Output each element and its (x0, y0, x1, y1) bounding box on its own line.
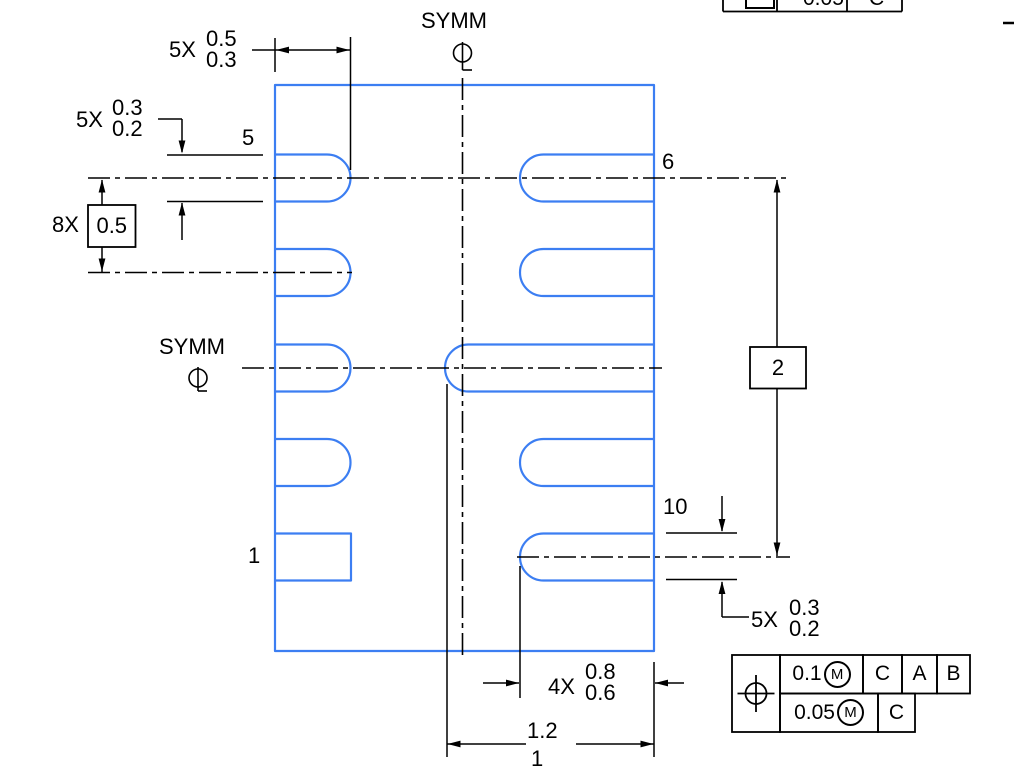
fcf-row1-tolerance: 0.1 (792, 662, 822, 686)
dim-long-pad-upper: 1.2 (527, 718, 558, 743)
span-dimension-box (749, 346, 807, 390)
mmc-modifier-icon: M (836, 699, 864, 727)
fcf-row1-datum-b: B (946, 662, 961, 686)
fcf-row2-tolerance: 0.05 (794, 700, 835, 724)
pad-pin-7 (518, 247, 654, 298)
pin-label-1: 1 (248, 543, 261, 568)
extension-lines (167, 21, 1014, 757)
dim-pad-len-right-upper: 0.8 (585, 659, 616, 684)
dim-pad-len-left-upper: 0.5 (206, 26, 237, 51)
dim-pad-len-right-values: 0.8 0.6 (585, 659, 616, 705)
dim-pad-wid-left-lower: 0.2 (112, 116, 143, 141)
dim-pad-wid-left-qty: 5X (76, 107, 103, 132)
fcf-row2-tolerance-cell: 0.05 M (780, 694, 878, 733)
pitch-dimension-box (87, 204, 137, 248)
dim-pad-len-left-lower: 0.3 (206, 47, 237, 72)
pad-pin-9 (518, 437, 654, 488)
fcf-row1-tolerance-cell: 0.1 M (780, 655, 863, 694)
pin-label-10: 10 (663, 494, 688, 519)
fcf-top-partial: 0.05 C (723, 0, 902, 12)
dim-pad-wid-right-values: 0.3 0.2 (789, 595, 820, 641)
dim-pad-len-right-qty: 4X (548, 674, 575, 699)
pin-label-5: 5 (242, 125, 255, 150)
centerlines (88, 78, 790, 658)
dim-row-span-value: 2 (771, 354, 785, 380)
mmc-modifier-icon: M (823, 660, 851, 688)
position-tolerance-icon (737, 675, 775, 712)
pad-pin-6 (518, 153, 654, 203)
fcf-top-symbol-icon (745, 0, 775, 9)
pad-pin-1-rect (275, 532, 353, 582)
dim-pitch-qty: 8X (52, 212, 79, 237)
pin-label-6: 6 (662, 149, 675, 174)
feature-control-frame (731, 654, 971, 733)
fcf-top-datum: C (869, 0, 884, 9)
fcf-row1-datum-c: C (874, 662, 891, 686)
fcf-row1-datum-a: A (912, 662, 927, 686)
centerline-symbol-top-icon (452, 42, 473, 71)
dim-pitch-value: 0.5 (96, 213, 128, 238)
dim-pad-len-left-values: 0.5 0.3 (206, 26, 237, 72)
pad-pin-3 (275, 343, 352, 393)
dim-pad-wid-right-qty: 5X (751, 607, 778, 632)
fcf-top-tolerance: 0.05 (803, 0, 844, 9)
dim-pad-len-left-qty: 5X (169, 37, 196, 62)
dim-long-pad-lower: 1 (531, 746, 544, 771)
dimension-arrowheads (98, 46, 781, 748)
dim-pad-wid-left-values: 0.3 0.2 (112, 95, 143, 141)
dimension-lines (101, 49, 778, 745)
dim-pad-wid-right-upper: 0.3 (789, 595, 820, 620)
symm-label-left: SYMM (159, 334, 225, 359)
dim-pad-wid-left-upper: 0.3 (112, 95, 143, 120)
dim-pad-len-right-lower: 0.6 (585, 680, 616, 705)
centerline-symbol-left-icon (188, 367, 208, 392)
dim-pad-wid-right-lower: 0.2 (789, 616, 820, 641)
symm-label-top: SYMM (421, 8, 487, 33)
feature-control-frame-top-partial (722, 0, 903, 13)
fcf-row2-datum-c: C (888, 700, 905, 724)
pad-pin-2 (275, 437, 352, 488)
basic-dimension-boxes (87, 204, 807, 390)
